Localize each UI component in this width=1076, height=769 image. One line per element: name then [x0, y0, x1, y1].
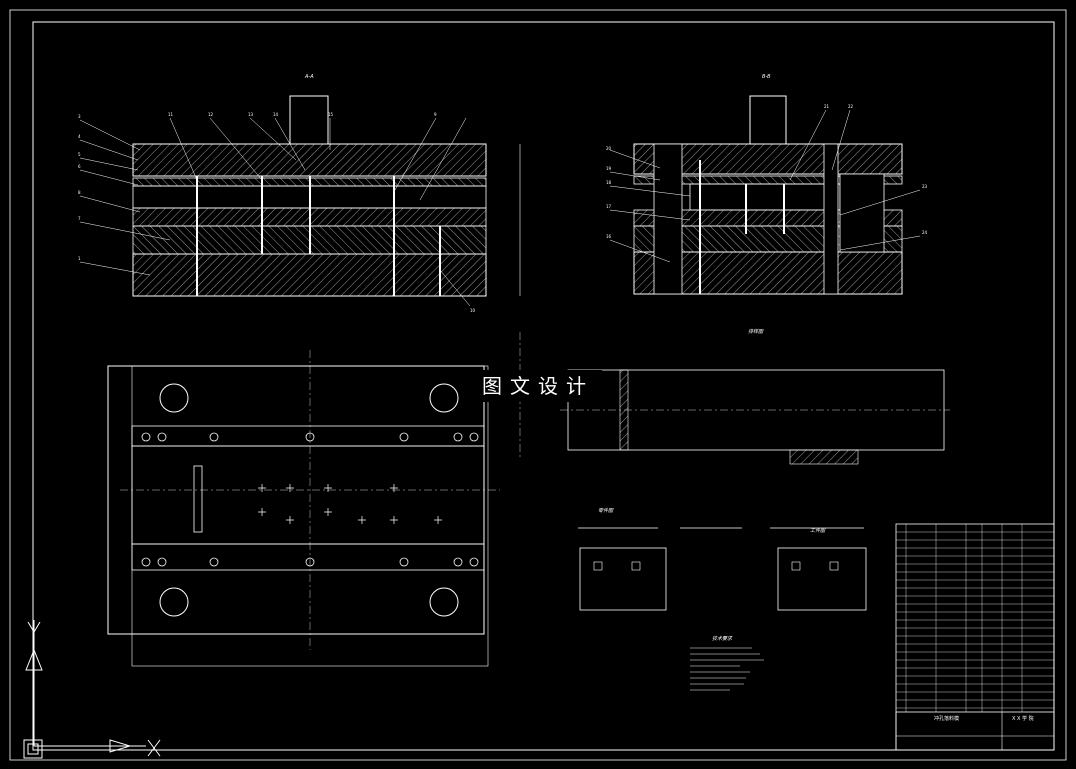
balloon-label: 20	[606, 146, 612, 151]
balloon-label: 16	[606, 234, 612, 239]
balloon-label: 5	[78, 152, 81, 157]
tech-requirements-title: 技术要求	[712, 635, 733, 642]
balloon-label: 22	[848, 104, 854, 109]
balloon-label: 14	[273, 112, 279, 117]
part-drawing-1: 零件图	[578, 507, 742, 611]
tech-requirements: 技术要求	[690, 635, 764, 691]
part-drawing-2-label: 工件图	[810, 527, 826, 534]
ucs-icon	[23, 620, 161, 759]
balloon-label: 12	[208, 112, 214, 117]
balloon-label: 7	[78, 216, 81, 221]
balloon-label: 21	[824, 104, 830, 109]
balloon-label: 15	[328, 112, 334, 117]
balloon-label: 17	[606, 204, 612, 209]
title-block-mark: X X 学 院	[1012, 715, 1034, 722]
balloon-label: 23	[922, 184, 928, 189]
drawing-name: 冲孔落料模	[934, 715, 959, 722]
balloon-label: 11	[168, 112, 174, 117]
section-a-view: A-A	[79, 74, 521, 307]
section-b-view: B-B	[609, 74, 921, 295]
ucs-origin-icon	[23, 739, 43, 759]
part-drawing-2: 工件图	[770, 527, 867, 611]
balloon-label: 4	[78, 134, 81, 139]
sheet-outer-frame	[9, 9, 1067, 761]
strip-title: 排样图	[748, 328, 764, 335]
balloon-label: 3	[78, 114, 81, 119]
plan-view	[107, 350, 500, 667]
parts-list-table: 冲孔落料模 X X 学 院	[895, 523, 1055, 751]
balloon-label: 8	[78, 190, 81, 195]
balloon-label: 9	[434, 112, 437, 117]
section-a-label: A-A	[304, 74, 314, 80]
balloon-label: 24	[922, 230, 928, 235]
ucs-x-axis-icon	[34, 739, 161, 757]
balloon-label: 6	[78, 164, 81, 169]
watermark: 图文设计	[474, 370, 602, 402]
ucs-y-axis-icon	[25, 620, 43, 746]
section-b-label: B-B	[762, 74, 771, 80]
balloon-label: 18	[606, 180, 612, 185]
balloon-label: 1	[78, 256, 81, 261]
sheet-inner-frame	[32, 21, 1055, 751]
balloon-label: 10	[470, 308, 476, 313]
part-drawing-label: 零件图	[598, 507, 614, 514]
balloon-label: 13	[248, 112, 254, 117]
balloon-label: 19	[606, 166, 612, 171]
